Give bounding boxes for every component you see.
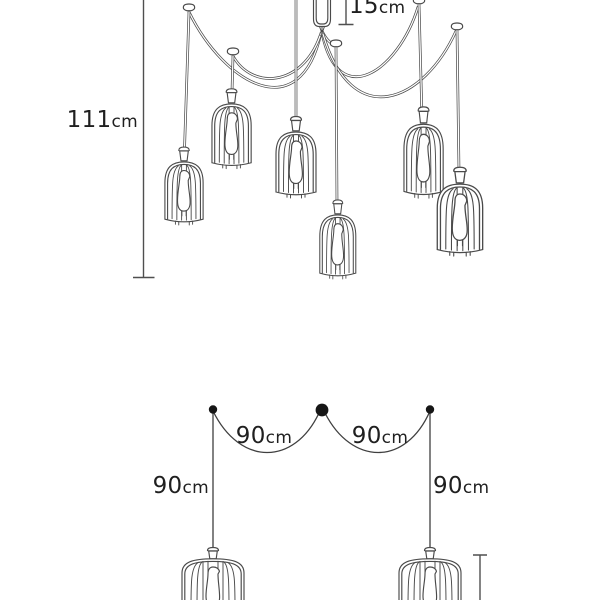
pendant-lamp-6 — [436, 166, 484, 257]
cord-hook-2 — [226, 47, 240, 56]
swag-left-label: 90cm — [236, 423, 292, 449]
cord-hook-1 — [182, 3, 196, 12]
drop-right-label: 90cm — [433, 473, 489, 499]
drop-cord-5 — [417, 2, 424, 120]
figure-cord-lengths: 90cm 90cm 90cm 90cm — [153, 403, 489, 600]
swag-cord-left — [212, 410, 320, 454]
pendant-lamp-5 — [403, 106, 444, 199]
drop-left-label: 90cm — [153, 473, 209, 499]
canopy-height-label: 15cm — [349, 0, 405, 19]
ceiling-dot-left — [208, 405, 218, 414]
ceiling-dot-right — [425, 405, 435, 414]
pendant-lamp-2 — [211, 88, 252, 170]
drop-cord-2 — [230, 54, 235, 94]
drop-cord-6 — [455, 28, 461, 174]
swag-cord-5 — [321, 29, 458, 99]
dimension-canopy-height: 15cm — [338, 0, 405, 26]
pendant-lamp-4 — [319, 199, 357, 280]
cord-hook-5 — [412, 0, 426, 5]
swag-cord-right — [324, 410, 431, 454]
cord-hook-6 — [450, 22, 464, 31]
swag-right-label: 90cm — [352, 423, 408, 449]
pendant-lamp-front-left — [181, 546, 245, 600]
figure-pendant-side-view: 111cm 15cm — [67, 0, 484, 280]
cord-hook-3 — [329, 39, 343, 48]
overall-height-label: 111cm — [67, 107, 138, 133]
pendant-lamp-1 — [164, 146, 204, 226]
pendant-lamp-front-right — [398, 546, 462, 600]
drop-cord-4 — [334, 45, 339, 207]
pendant-lamp-3 — [275, 115, 317, 199]
canopy — [312, 0, 332, 33]
ceiling-dot-center — [315, 403, 329, 417]
dimension-overall-height: 111cm — [67, 0, 155, 279]
swag-cord-2 — [231, 34, 322, 80]
drop-cord-1 — [183, 10, 191, 151]
dimension-lamp-height — [473, 554, 487, 600]
